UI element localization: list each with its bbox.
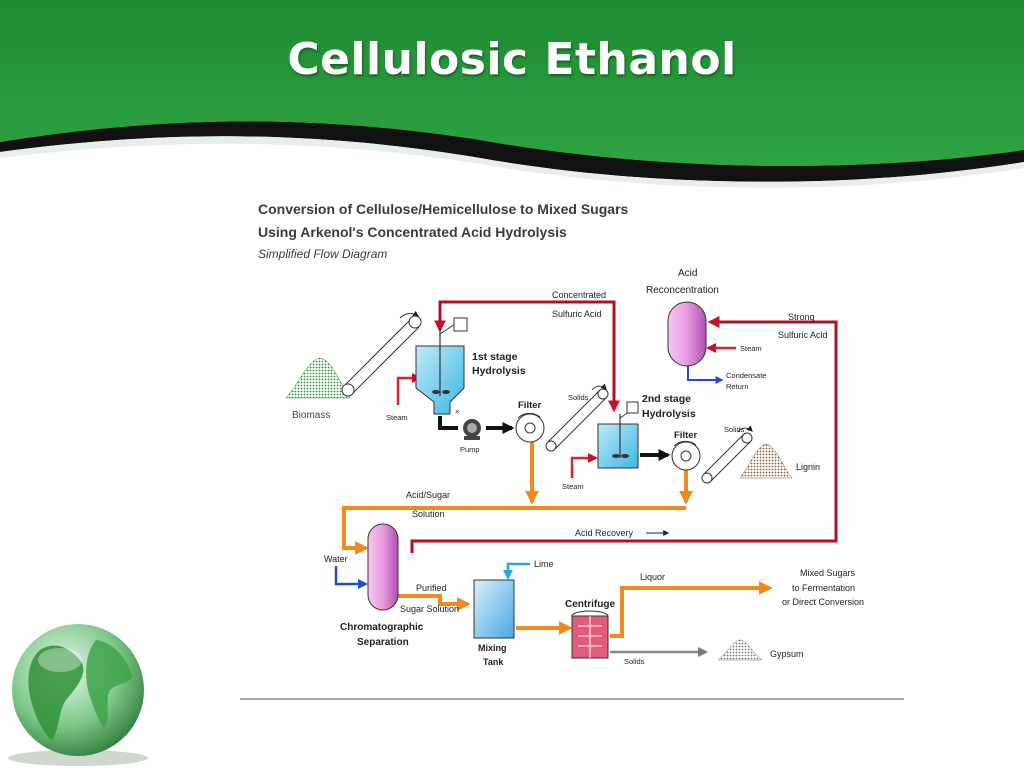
header-band	[0, 0, 1024, 188]
diagram-subtitle: Simplified Flow Diagram	[258, 247, 388, 261]
label-to-fermentation: to Fermentation	[792, 583, 855, 593]
label-stage2-b: Hydrolysis	[642, 408, 696, 420]
biomass-pile	[285, 357, 351, 399]
liquor-line	[610, 581, 773, 638]
label-lignin: Lignin	[796, 462, 820, 472]
gypsum-pile	[717, 639, 763, 661]
header-swoosh-light	[0, 136, 1024, 188]
water-line	[334, 566, 368, 589]
steam-lines	[396, 343, 736, 478]
label-return: Return	[726, 382, 749, 391]
label-liquor: Liquor	[640, 572, 665, 582]
label-mixing: Mixing	[478, 643, 507, 653]
diagram-title-line2: Using Arkenol's Concentrated Acid Hydrol…	[258, 224, 567, 240]
label-acid-recovery: Acid Recovery	[575, 528, 634, 538]
filter-1	[515, 412, 545, 443]
lignin-pile	[739, 443, 793, 479]
label-stage1-b: Hydrolysis	[472, 365, 526, 377]
label-steam1: Steam	[386, 413, 408, 422]
pump	[463, 419, 481, 440]
conveyor-3	[701, 425, 753, 484]
chromatographic-column	[367, 523, 399, 611]
label-purified: Purified	[416, 583, 447, 593]
label-separation: Separation	[357, 637, 409, 648]
label-condensate: Condensate	[726, 371, 766, 380]
label-reconcentration: Reconcentration	[646, 285, 719, 296]
label-solids2: Solids	[724, 425, 745, 434]
sugar-lines	[342, 430, 773, 638]
acid-lines	[410, 300, 838, 553]
header-swoosh-dark	[0, 121, 1024, 182]
label-tank: Tank	[483, 657, 504, 667]
label-steam2: Steam	[562, 482, 584, 491]
reconcentration-column	[667, 301, 707, 367]
label-strong-sulfuric-acid: Sulfuric Acid	[778, 330, 828, 340]
mixing-tank	[473, 579, 515, 639]
header-green-fill	[0, 0, 1024, 167]
label-solution: Solution	[412, 509, 445, 519]
label-pump: Pump	[460, 445, 480, 454]
label-steam-reconc: Steam	[740, 344, 762, 353]
steam2-line	[570, 453, 598, 478]
label-mixed-sugars: Mixed Sugars	[800, 568, 856, 578]
label-chromatographic: Chromatographic	[340, 622, 424, 633]
purified-line	[398, 594, 471, 611]
acid-sugar-line	[342, 506, 686, 555]
svg-text:×: ×	[455, 407, 459, 416]
centrifuge	[571, 610, 609, 659]
globe-decoration	[8, 624, 148, 766]
diagram-title-line1: Conversion of Cellulose/Hemicellulose to…	[258, 201, 629, 217]
conveyor-1	[341, 310, 422, 397]
steam1-line	[396, 373, 422, 405]
label-solids1: Solids	[568, 393, 589, 402]
label-acid: Acid	[678, 268, 697, 279]
stage1-tank: ×	[415, 317, 468, 416]
label-strong: Strong	[788, 312, 815, 322]
filter-2	[671, 440, 701, 471]
label-water: Water	[324, 554, 348, 564]
slide-title: Cellulosic Ethanol	[287, 34, 737, 85]
stage2-tank	[597, 401, 639, 469]
label-filter1: Filter	[518, 400, 542, 411]
acid-recovery-line	[410, 316, 838, 553]
label-sulfuric-acid: Sulfuric Acid	[552, 309, 602, 319]
label-stage1-a: 1st stage	[472, 351, 518, 363]
label-solids3: Solids	[624, 657, 645, 666]
label-or-direct: or Direct Conversion	[782, 597, 864, 607]
conveyor-2	[545, 383, 609, 452]
label-acid-sugar: Acid/Sugar	[406, 490, 450, 500]
label-centrifuge: Centrifuge	[565, 599, 615, 610]
label-sugar-solution: Sugar Solution	[400, 604, 459, 614]
label-lime: Lime	[534, 559, 554, 569]
slurry-lines	[438, 416, 671, 461]
condensate-line	[687, 364, 724, 384]
conc-acid-line	[434, 300, 616, 333]
lime-line	[503, 562, 530, 580]
label-biomass: Biomass	[292, 410, 330, 421]
label-filter2: Filter	[674, 430, 698, 441]
tank-to-pump	[438, 416, 458, 430]
label-concentrated: Concentrated	[552, 290, 606, 300]
label-gypsum: Gypsum	[770, 649, 804, 659]
label-stage2-a: 2nd stage	[642, 393, 691, 405]
